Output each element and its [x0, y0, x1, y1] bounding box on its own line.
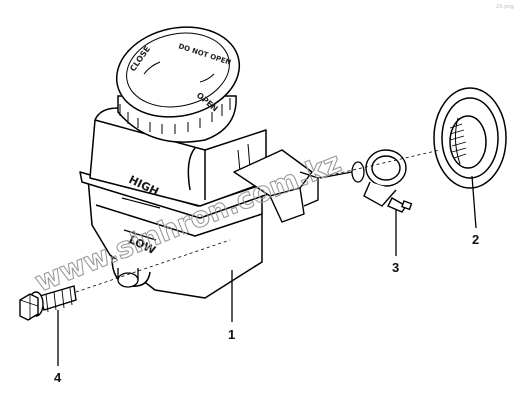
low-line — [123, 229, 157, 241]
hose-clamp — [363, 149, 413, 213]
callout-4: 4 — [54, 370, 62, 385]
filler-cap — [115, 26, 241, 143]
mounting-bracket — [233, 149, 319, 223]
reservoir-body — [79, 107, 275, 299]
leader-lines — [57, 149, 477, 366]
cap-close-arrow — [143, 61, 161, 75]
grommet-axis-line — [317, 149, 441, 179]
high-line — [121, 197, 161, 209]
grommet — [433, 87, 507, 189]
leader-2 — [471, 175, 477, 229]
cap-open-arrow — [199, 73, 215, 83]
callout-3: 3 — [392, 260, 399, 275]
clamp-stub — [319, 161, 365, 183]
callout-1: 1 — [228, 327, 235, 342]
corner-mark: 2X.png — [496, 4, 514, 10]
callout-2: 2 — [472, 232, 479, 247]
flange-bolt — [19, 285, 77, 321]
